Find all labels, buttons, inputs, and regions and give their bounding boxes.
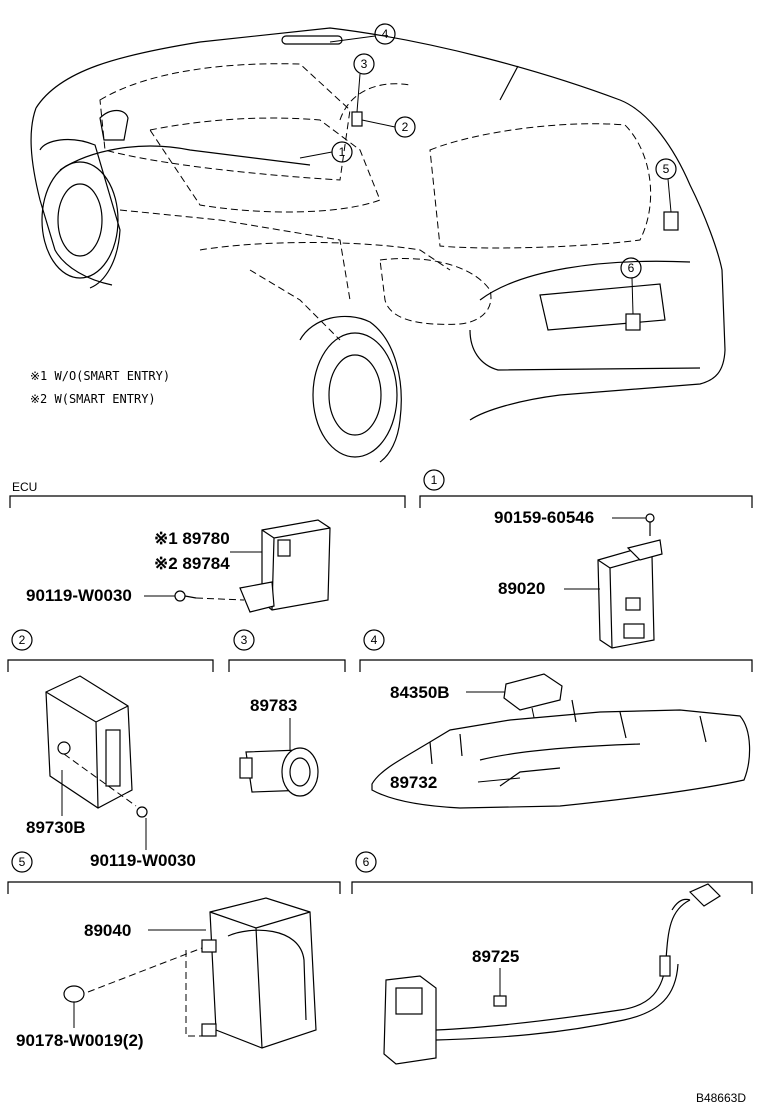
ecu-section: ※1 89780 ※2 89784 90119-W0030 [26,519,331,613]
section-4-parts: 84350B 89732 [371,673,751,809]
part-89732: 89732 [390,773,437,792]
part-90119-w0030-sec2: 90119-W0030 [90,851,196,870]
part-89730b: 89730B [26,818,86,837]
section-5-parts: 89040 90178-W0019(2) [16,897,317,1050]
part-89780: ※1 89780 [154,529,230,548]
part-89725: 89725 [472,947,519,966]
part-89783: 89783 [250,696,297,715]
callout-6: 6 [628,261,635,275]
section-ecu-label: ECU [12,480,37,494]
note-with-smart-entry: ※2 W(SMART ENTRY) [30,392,156,406]
figure-code: B48663D [696,1091,746,1105]
section-6-num: 6 [363,855,370,869]
section-5-num: 5 [19,855,26,869]
part-89020: 89020 [498,579,545,598]
section-4-num: 4 [371,633,378,647]
callout-5: 5 [663,162,670,176]
section-1-parts: 90159-60546 89020 [494,508,663,649]
car-illustration [30,27,726,463]
section-headers: ECU 1 2 3 4 5 6 [7,469,753,894]
part-89784: ※2 89784 [154,554,230,573]
note-without-smart-entry: ※1 W/O(SMART ENTRY) [30,369,170,383]
part-84350b: 84350B [390,683,450,702]
callout-3: 3 [361,57,368,71]
callout-4: 4 [382,27,389,41]
part-90119-w0030-ecu: 90119-W0030 [26,586,132,605]
section-3-num: 3 [241,633,248,647]
part-90178-w0019: 90178-W0019(2) [16,1031,144,1050]
car-callouts: 4 3 2 1 5 6 [299,23,677,315]
section-3-parts: 89783 [239,696,319,797]
part-90159-60546: 90159-60546 [494,508,594,527]
callout-1: 1 [339,145,346,159]
callout-2: 2 [402,120,409,134]
section-2-num: 2 [19,633,26,647]
section-2-parts: 89730B 90119-W0030 [26,675,196,870]
part-89040: 89040 [84,921,131,940]
section-1-num: 1 [431,473,438,487]
section-6-parts: 89725 [383,883,721,1065]
